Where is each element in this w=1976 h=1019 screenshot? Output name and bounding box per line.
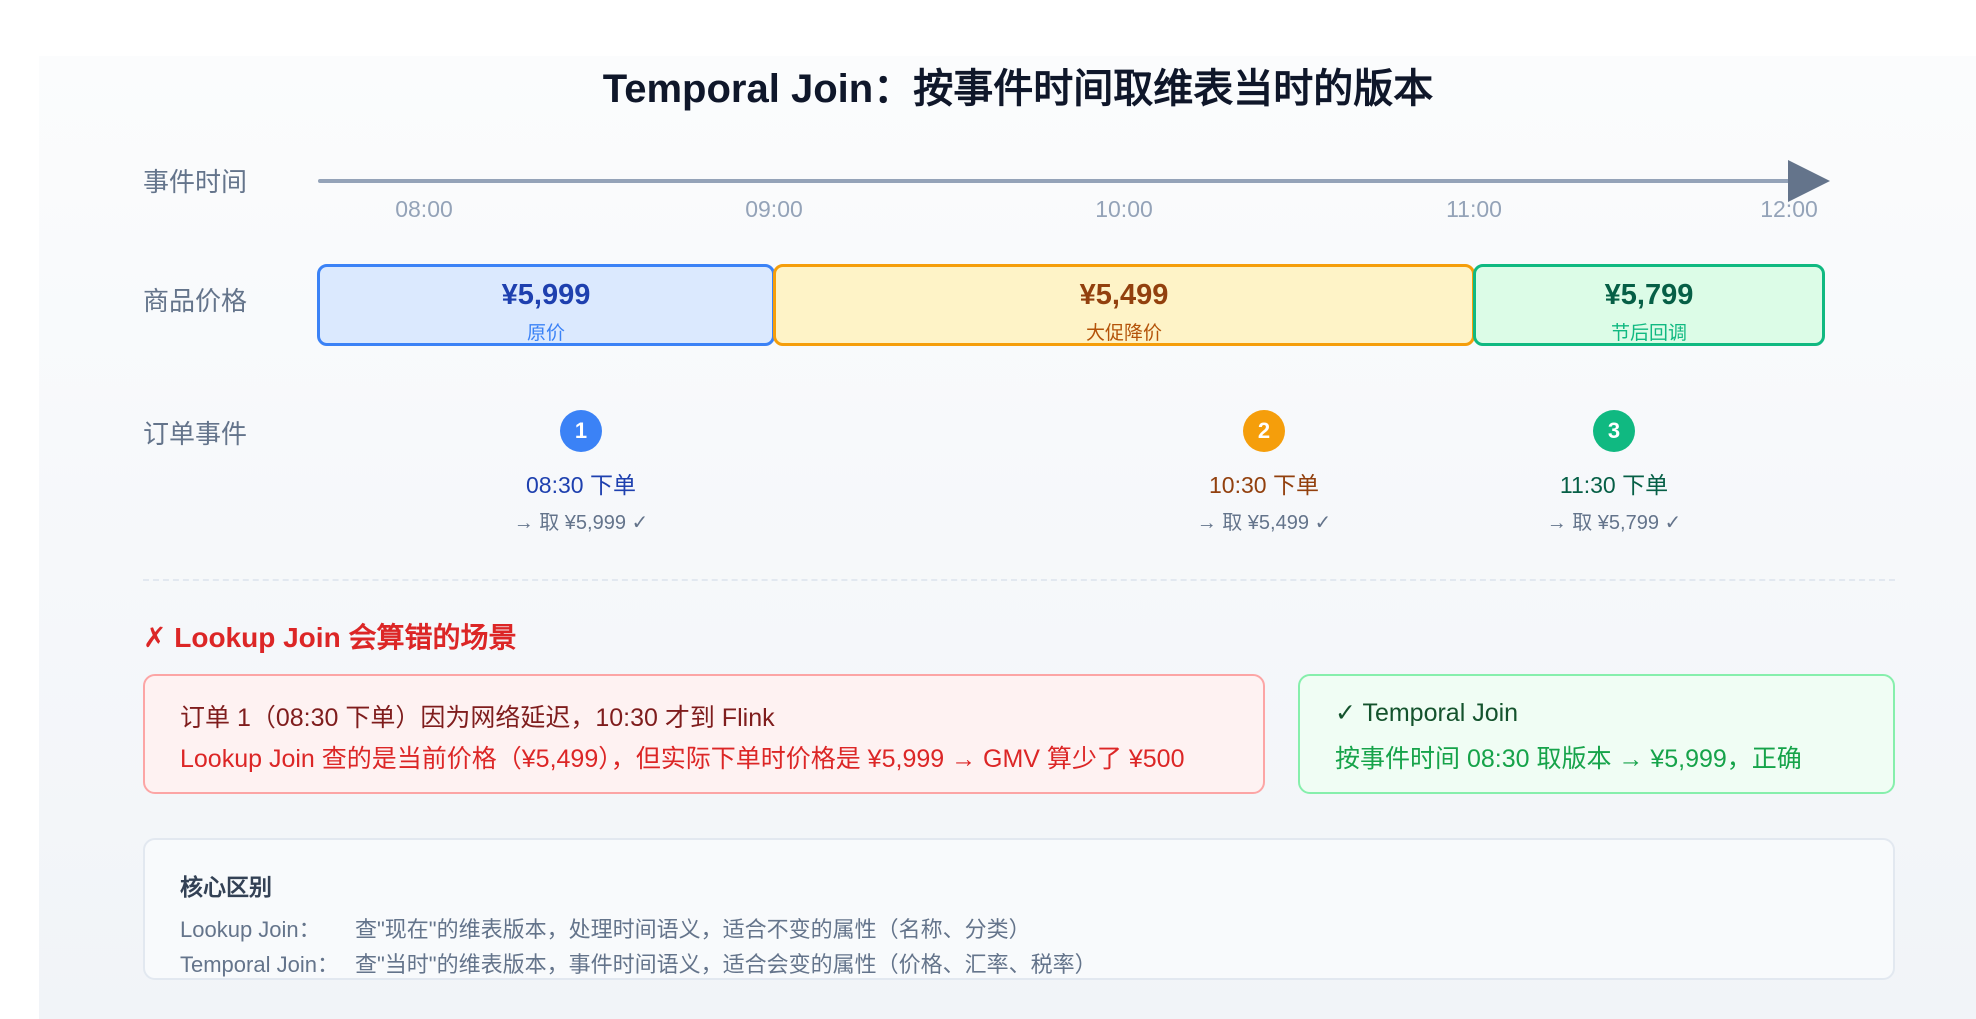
order-event-3: 3 11:30 下单 → 取 ¥5,799 ✓ bbox=[1514, 410, 1714, 535]
lookup-join-warning-title: ✗ Lookup Join 会算错的场景 bbox=[143, 622, 517, 653]
summary-row-lookup: Lookup Join： 查"现在"的维表版本，处理时间语义，适合不变的属性（名称… bbox=[180, 912, 1031, 944]
summary-row-temporal: Temporal Join： 查"当时"的维表版本，事件时间语义，适合会变的属性（… bbox=[180, 947, 1097, 979]
time-tick: 11:00 bbox=[1446, 196, 1502, 222]
summary-heading: 核心区别 bbox=[180, 874, 272, 900]
price-version-promo: ¥5,499 大促降价 bbox=[773, 264, 1475, 346]
order-number-badge: 2 bbox=[1243, 410, 1285, 452]
order-event-1: 1 08:30 下单 → 取 ¥5,999 ✓ bbox=[481, 410, 681, 535]
time-tick: 10:00 bbox=[1095, 196, 1153, 222]
price-amount: ¥5,799 bbox=[1604, 279, 1694, 311]
order-number-badge: 3 bbox=[1593, 410, 1635, 452]
price-label: 原价 bbox=[526, 323, 565, 344]
row-label-event-time: 事件时间 bbox=[143, 167, 248, 197]
error-description: 订单 1（08:30 下单）因为网络延迟，10:30 才到 Flink bbox=[180, 704, 775, 732]
order-time: 11:30 下单 bbox=[1559, 472, 1669, 498]
price-version-original: ¥5,999 原价 bbox=[317, 264, 775, 346]
order-event-2: 2 10:30 下单 → 取 ¥5,499 ✓ bbox=[1164, 410, 1364, 535]
summary-key: Temporal Join： bbox=[180, 952, 339, 977]
row-label-order-events: 订单事件 bbox=[143, 419, 248, 449]
summary-value: 查"当时"的维表版本，事件时间语义，适合会变的属性（价格、汇率、税率） bbox=[355, 952, 1097, 977]
lookup-join-error-card: 订单 1（08:30 下单）因为网络延迟，10:30 才到 Flink Look… bbox=[143, 674, 1265, 794]
order-price-taken: → 取 ¥5,499 ✓ bbox=[1196, 512, 1332, 534]
summary-value: 查"现在"的维表版本，处理时间语义，适合不变的属性（名称、分类） bbox=[355, 917, 1031, 942]
correct-title: ✓ Temporal Join bbox=[1335, 699, 1519, 727]
order-price-taken: → 取 ¥5,999 ✓ bbox=[513, 512, 649, 534]
row-label-product-price: 商品价格 bbox=[143, 286, 248, 316]
price-label: 节后回调 bbox=[1610, 323, 1687, 344]
order-time: 08:30 下单 bbox=[526, 472, 636, 498]
error-consequence: Lookup Join 查的是当前价格（¥5,499），但实际下单时价格是 ¥5… bbox=[180, 745, 1185, 773]
order-number-badge: 1 bbox=[560, 410, 602, 452]
time-tick: 12:00 bbox=[1760, 196, 1818, 222]
price-amount: ¥5,499 bbox=[1079, 279, 1169, 311]
section-divider bbox=[143, 579, 1895, 581]
time-axis-line bbox=[318, 179, 1793, 183]
correct-description: 按事件时间 08:30 取版本 → ¥5,999，正确 bbox=[1335, 745, 1802, 773]
summary-key: Lookup Join： bbox=[180, 917, 321, 942]
core-difference-panel: 核心区别 Lookup Join： 查"现在"的维表版本，处理时间语义，适合不变的… bbox=[143, 838, 1895, 980]
time-tick: 09:00 bbox=[745, 196, 803, 222]
order-price-taken: → 取 ¥5,799 ✓ bbox=[1546, 512, 1682, 534]
time-tick: 08:00 bbox=[395, 196, 453, 222]
time-axis-arrow-icon bbox=[1788, 160, 1830, 202]
temporal-join-correct-card: ✓ Temporal Join 按事件时间 08:30 取版本 → ¥5,999… bbox=[1298, 674, 1895, 794]
price-label: 大促降价 bbox=[1085, 323, 1162, 344]
order-time: 10:30 下单 bbox=[1209, 472, 1319, 498]
diagram-title: Temporal Join：按事件时间取维表当时的版本 bbox=[602, 67, 1434, 111]
price-version-post-holiday: ¥5,799 节后回调 bbox=[1473, 264, 1825, 346]
price-amount: ¥5,999 bbox=[501, 279, 591, 311]
